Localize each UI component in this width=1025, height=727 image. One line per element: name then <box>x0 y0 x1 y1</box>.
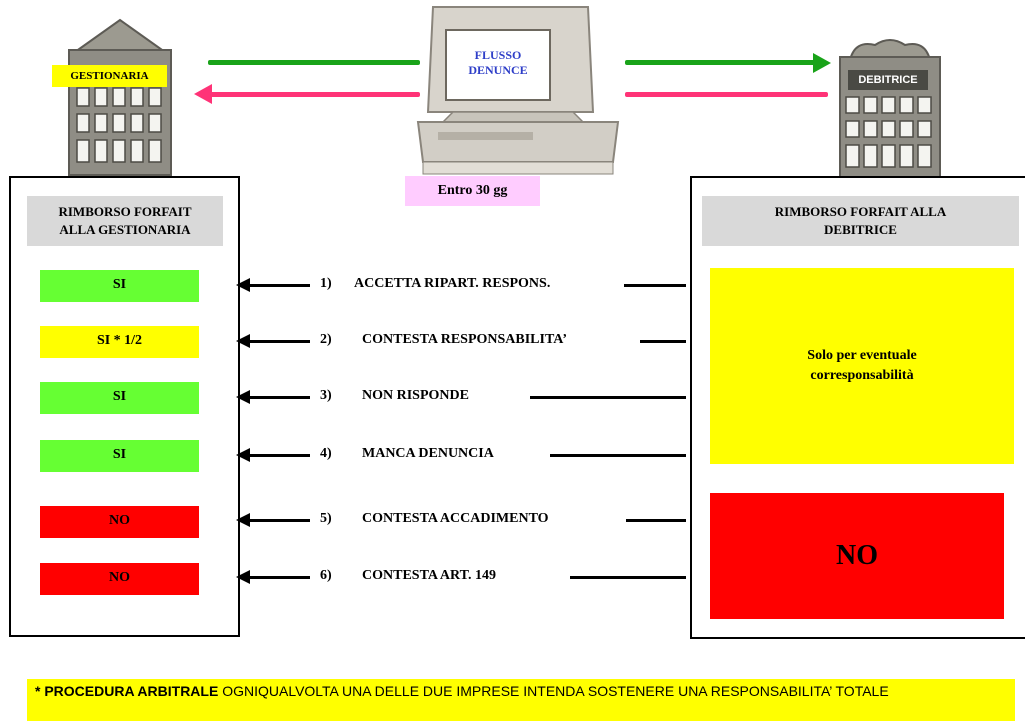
row-2-text: CONTESTA RESPONSABILITA’ <box>362 332 567 347</box>
row-2-arrowhead-icon <box>236 334 250 348</box>
note-text: OGNIQUALVOLTA UNA DELLE DUE IMPRESE INTE… <box>218 683 889 699</box>
row-3-line-left <box>248 396 310 399</box>
right-panel-header: RIMBORSO FORFAIT ALLA DEBITRICE <box>702 196 1019 246</box>
debitrice-label: DEBITRICE <box>848 70 928 90</box>
pink-arrowhead-left-icon <box>194 84 212 104</box>
row-5-line-right <box>626 519 686 522</box>
row-1-arrowhead-icon <box>236 278 250 292</box>
row-5-number: 5) <box>320 511 332 526</box>
note-bold-prefix: * PROCEDURA ARBITRALE <box>35 683 219 699</box>
row-3-line-right <box>530 396 686 399</box>
right-yellow-line2: corresponsabilità <box>810 368 914 383</box>
badge-row-1: SI <box>40 270 199 302</box>
green-arrowhead-right-icon <box>813 53 831 73</box>
row-6-line-left <box>248 576 310 579</box>
left-header-line2: ALLA GESTIONARIA <box>59 222 191 237</box>
pink-arrow-right-line <box>625 92 828 97</box>
green-arrow-right-line <box>625 60 815 65</box>
deadline-label: Entro 30 gg <box>405 176 540 206</box>
computer-label-line1: FLUSSO <box>474 48 522 62</box>
right-yellow-box: Solo per eventuale corresponsabilità <box>710 268 1014 464</box>
row-3-text: NON RISPONDE <box>362 388 469 403</box>
row-1-line-right <box>624 284 686 287</box>
computer-screen-label: FLUSSO DENUNCE <box>446 48 550 78</box>
right-red-box: NO <box>710 493 1004 619</box>
row-5-line-left <box>248 519 310 522</box>
row-1-line-left <box>248 284 310 287</box>
row-2-line-right <box>640 340 686 343</box>
row-4-line-left <box>248 454 310 457</box>
row-6-text: CONTESTA ART. 149 <box>362 568 496 583</box>
left-header-line1: RIMBORSO FORFAIT <box>58 204 192 219</box>
left-panel-header: RIMBORSO FORFAIT ALLA GESTIONARIA <box>27 196 223 246</box>
badge-row-4: SI <box>40 440 199 472</box>
gestionaria-label: GESTIONARIA <box>52 65 167 87</box>
row-2-line-left <box>248 340 310 343</box>
right-header-line2: DEBITRICE <box>824 222 897 237</box>
building-debitrice-graphic <box>839 39 941 178</box>
computer-label-line2: DENUNCE <box>468 63 528 77</box>
pink-arrow-left-line <box>210 92 420 97</box>
row-6-number: 6) <box>320 568 332 583</box>
right-yellow-line1: Solo per eventuale <box>807 348 917 363</box>
computer-graphic <box>416 6 620 175</box>
row-1-text: ACCETTA RIPART. RESPONS. <box>354 276 551 291</box>
row-4-text: MANCA DENUNCIA <box>362 446 494 461</box>
row-5-text: CONTESTA ACCADIMENTO <box>362 511 549 526</box>
row-6-arrowhead-icon <box>236 570 250 584</box>
green-arrow-left-line <box>208 60 420 65</box>
row-4-number: 4) <box>320 446 332 461</box>
row-3-arrowhead-icon <box>236 390 250 404</box>
row-2-number: 2) <box>320 332 332 347</box>
building-gestionaria-graphic <box>68 18 172 176</box>
badge-row-6: NO <box>40 563 199 595</box>
row-4-arrowhead-icon <box>236 448 250 462</box>
row-5-arrowhead-icon <box>236 513 250 527</box>
row-1-number: 1) <box>320 276 332 291</box>
arbitration-note: * PROCEDURA ARBITRALE OGNIQUALVOLTA UNA … <box>27 679 1015 721</box>
row-6-line-right <box>570 576 686 579</box>
row-3-number: 3) <box>320 388 332 403</box>
row-4-line-right <box>550 454 686 457</box>
badge-row-5: NO <box>40 506 199 538</box>
badge-row-2: SI * 1/2 <box>40 326 199 358</box>
badge-row-3: SI <box>40 382 199 414</box>
right-header-line1: RIMBORSO FORFAIT ALLA <box>774 204 947 219</box>
